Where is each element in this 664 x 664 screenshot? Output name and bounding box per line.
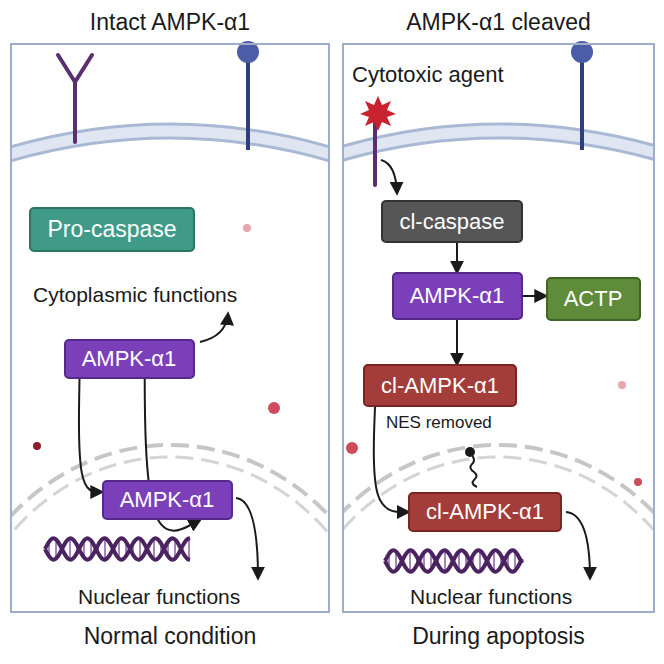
helix-strand xyxy=(385,550,522,571)
arrow xyxy=(566,512,590,578)
process-box: ACTP xyxy=(546,277,641,321)
panel-heading: Intact AMPK-α1 xyxy=(12,9,328,36)
box-label: AMPK-α1 xyxy=(410,274,505,318)
arrow xyxy=(381,160,397,193)
process-box: AMPK-α1 xyxy=(64,339,195,379)
box-label: Pro-caspase xyxy=(47,209,177,250)
box-label: AMPK-α1 xyxy=(82,341,177,377)
arrow xyxy=(236,498,258,578)
helix-rung xyxy=(409,550,411,572)
cell-membrane xyxy=(11,124,329,164)
cell-membrane xyxy=(343,124,654,164)
arrow xyxy=(200,314,228,342)
text-label: NES removed xyxy=(386,413,492,433)
nucleus-envelope-inner xyxy=(343,457,654,612)
text-label: Nuclear functions xyxy=(410,585,572,609)
text-label: Nuclear functions xyxy=(78,585,240,609)
dot xyxy=(346,442,358,454)
helix-strand xyxy=(45,538,190,560)
process-box: AMPK-α1 xyxy=(392,272,523,320)
process-box: AMPK-α1 xyxy=(102,480,233,520)
box-label: cl-AMPK-α1 xyxy=(426,494,544,530)
box-label: cl-caspase xyxy=(399,202,505,241)
process-box: cl-AMPK-α1 xyxy=(408,492,562,532)
connector-arrow xyxy=(523,295,546,297)
process-box: cl-caspase xyxy=(381,200,523,243)
helix-strand xyxy=(45,538,190,560)
nucleus-envelope xyxy=(343,445,654,612)
connector-arrow xyxy=(79,379,102,492)
box-label: cl-AMPK-α1 xyxy=(381,366,499,405)
panel-caption: Normal condition xyxy=(12,623,328,650)
dot xyxy=(634,478,642,486)
dot xyxy=(268,402,280,414)
text-label: Cytoplasmic functions xyxy=(33,283,237,307)
connector-arrow xyxy=(456,320,458,364)
receptor-lollipop xyxy=(571,41,593,150)
helix-rung xyxy=(188,538,190,560)
nucleus-envelope-inner xyxy=(11,457,329,612)
helix-strand xyxy=(385,550,522,571)
helix-rung xyxy=(104,538,106,560)
text-label: Cytotoxic agent xyxy=(352,62,504,88)
nucleus-envelope xyxy=(11,445,329,612)
receptor-lollipop xyxy=(237,41,259,150)
helix-rung xyxy=(444,550,446,572)
dot xyxy=(33,442,41,450)
panel-heading: AMPK-α1 cleaved xyxy=(344,9,653,36)
dna-helix xyxy=(45,538,190,560)
dot xyxy=(243,224,251,232)
panel: cl-caspaseAMPK-α1 ACTP cl-AMPK-α1 cl-AMPK-α… xyxy=(342,43,655,613)
receptor xyxy=(58,55,92,142)
panel: Pro-caspaseAMPK-α1AMPK-α1Intact AMPK-α1N… xyxy=(10,43,330,613)
process-box: Pro-caspase xyxy=(29,207,195,252)
box-label: ACTP xyxy=(564,279,623,319)
connector-arrow xyxy=(456,243,458,272)
panel-caption: During apoptosis xyxy=(344,623,653,650)
helix-rung xyxy=(69,538,71,560)
cytotoxic-star xyxy=(360,96,396,131)
process-box: cl-AMPK-α1 xyxy=(363,364,517,407)
nes-peptide xyxy=(465,447,477,487)
box-label: AMPK-α1 xyxy=(120,482,215,518)
dna-helix xyxy=(385,550,522,572)
dot xyxy=(618,381,626,389)
